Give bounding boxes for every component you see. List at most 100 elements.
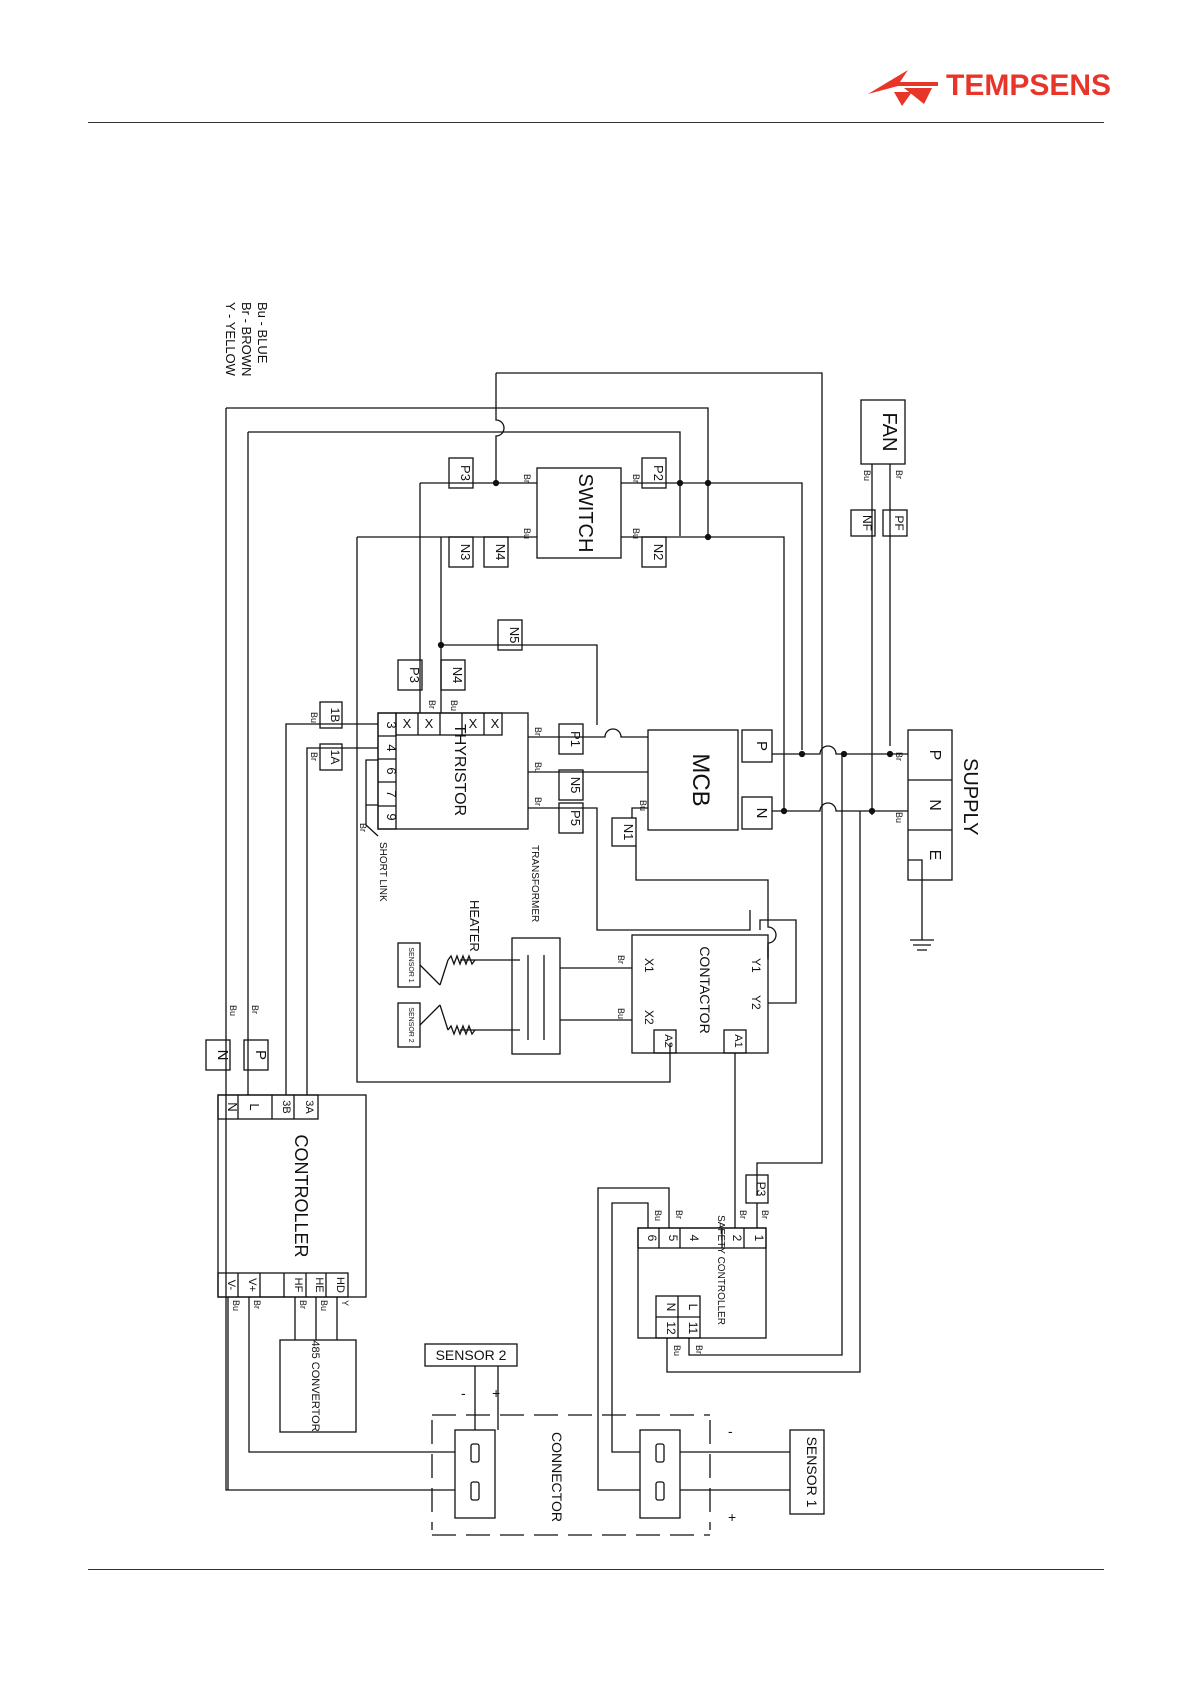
safety-controller-box [637, 1227, 767, 1339]
contactor-a2: A2 [662, 1034, 674, 1047]
mark-br: Br [533, 797, 543, 806]
connector-left-plug [454, 1429, 496, 1519]
sign-plus-s1: + [728, 1509, 736, 1525]
sign-plus-s2: + [492, 1385, 500, 1401]
thy-t6: 6 [384, 767, 399, 774]
tag-p3-switch: P3 [458, 465, 473, 481]
header-rule [88, 122, 1104, 123]
heater-sensor2: SENSOR 2 [407, 1007, 414, 1043]
mcb-box [647, 729, 739, 831]
supply-n: N [926, 799, 943, 811]
controller-top-terminals: N L 3B 3A [217, 1094, 319, 1120]
safety-t6: 6 [645, 1235, 659, 1242]
thy-x: X [491, 716, 500, 731]
legend-blue: Bu - BLUE [255, 302, 270, 364]
legend-brown: Br - BROWN [239, 302, 254, 376]
ctrl-he: HE [313, 1277, 325, 1292]
mark-br: Br [760, 1210, 770, 1219]
convertor-label: 485 CONVERTOR [309, 1340, 321, 1431]
supply-label: SUPPLY [959, 758, 981, 835]
mcb-label: MCB [687, 753, 714, 806]
mark-br: Br [894, 752, 904, 761]
ctrl-hd: HD [334, 1277, 346, 1293]
mark-bu: Bu [616, 1008, 626, 1019]
thyristor-terminal-strip: 3 4 6 7 9 X X X X [377, 712, 503, 830]
convertor-box [279, 1339, 357, 1433]
mark-br: Br [522, 474, 532, 483]
sensor2-label: SENSOR 2 [436, 1347, 507, 1363]
tag-p-ctrl: P [252, 1050, 269, 1060]
mark-bu: Bu [862, 470, 872, 481]
tag-n5-top: N5 [507, 627, 522, 644]
contactor-x1: X1 [642, 958, 656, 973]
mark-bu: Bu [449, 700, 459, 711]
mark-bu: Bu [894, 812, 904, 823]
sensor1-label: SENSOR 1 [804, 1437, 820, 1508]
mark-bu: Bu [638, 800, 648, 811]
transformer-label: TRANSFORMER [529, 845, 540, 922]
mark-br: Br [738, 1210, 748, 1219]
mark-bu: Bu [672, 1345, 682, 1356]
tag-p2: P2 [651, 465, 666, 481]
tempsens-logo-icon [868, 70, 938, 106]
thy-t4: 4 [384, 744, 399, 751]
thy-t7: 7 [384, 790, 399, 797]
tag-n4-switch: N4 [493, 544, 508, 561]
connector-right-plug [639, 1429, 681, 1519]
tag-p1: P1 [568, 731, 583, 747]
tag-n1: N1 [621, 824, 636, 841]
sensor2-box [424, 1343, 518, 1367]
tag-n-mcb: N [753, 808, 770, 819]
safety-n: N [664, 1303, 678, 1312]
mark-y: Y [340, 1300, 350, 1306]
ctrl-hf: HF [292, 1278, 304, 1293]
safety-l: L [686, 1304, 700, 1311]
mark-br: Br [694, 1345, 704, 1354]
sign-minus-s1: - [728, 1423, 733, 1439]
thy-t9: 9 [384, 813, 399, 820]
safety-t1: 1 [752, 1235, 766, 1242]
footer-rule [88, 1569, 1104, 1570]
heater-label: HEATER [467, 900, 482, 952]
tag-p3-safety: P3 [754, 1182, 768, 1197]
tag-p3-thy: P3 [407, 667, 422, 683]
fan-label: FAN [878, 413, 900, 452]
mark-br: Br [533, 727, 543, 736]
tag-n-ctrl: N [214, 1050, 231, 1061]
contactor-label: CONTACTOR [697, 946, 713, 1033]
contactor-y2: Y2 [749, 995, 763, 1010]
contactor-a1: A1 [732, 1034, 744, 1047]
tag-p5: P5 [568, 810, 583, 826]
mark-br: Br [631, 474, 641, 483]
mark-bu: Bu [309, 712, 319, 723]
thy-t3: 3 [384, 721, 399, 728]
mark-bu: Bu [533, 762, 543, 773]
thy-x: X [469, 716, 478, 731]
transformer-box [511, 937, 561, 1055]
switch-label: SWITCH [574, 474, 596, 553]
brand-name: TEMPSENS [946, 69, 1112, 102]
safety-t12: 12 [664, 1321, 678, 1335]
heater-sensor1: SENSOR 1 [407, 947, 414, 983]
mark-bu: Bu [631, 528, 641, 539]
sign-minus-s2: - [461, 1385, 466, 1401]
ctrl-l: L [247, 1103, 262, 1110]
safety-t4: 4 [687, 1235, 701, 1242]
mark-bu: Bu [319, 1300, 329, 1311]
safety-t5: 5 [666, 1235, 680, 1242]
tag-n3: N3 [458, 544, 473, 561]
mark-br: Br [616, 955, 626, 964]
safety-t11: 11 [686, 1322, 700, 1335]
switch-box [536, 467, 622, 559]
tag-n2: N2 [651, 544, 666, 561]
mark-bu: Bu [522, 528, 532, 539]
mark-br: Br [250, 1005, 260, 1014]
short-link-label: SHORT LINK [377, 842, 388, 902]
contactor-box [631, 934, 769, 1054]
mark-bu: Bu [231, 1300, 241, 1311]
supply-p: P [926, 750, 943, 761]
thyristor-label: THYRISTOR [451, 724, 468, 816]
mark-br: Br [309, 752, 319, 761]
